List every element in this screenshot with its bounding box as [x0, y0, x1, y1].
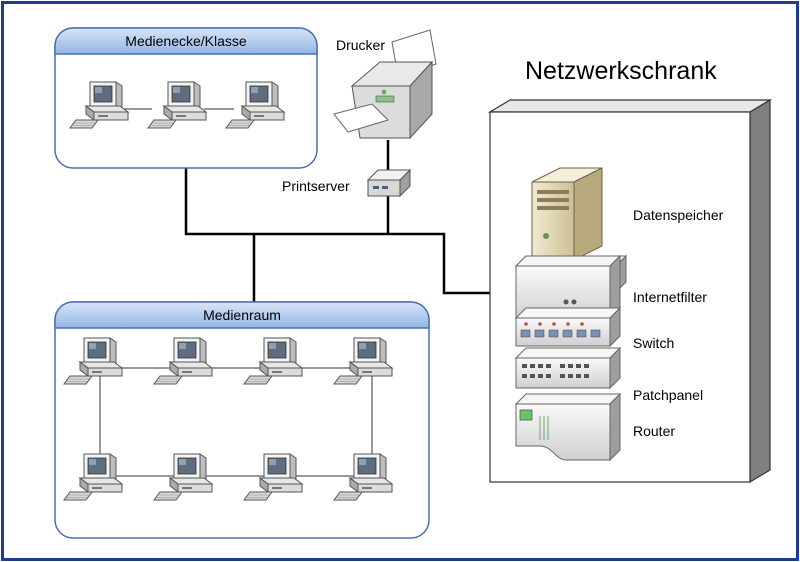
- cabinet-title: Netzwerkschrank: [525, 57, 717, 85]
- printserver-icon: [366, 168, 412, 198]
- cable-main: [184, 165, 493, 295]
- switch-icon: [514, 306, 622, 348]
- filter-label: Internetfilter: [633, 289, 707, 305]
- switch-label: Switch: [633, 335, 674, 351]
- cabinet-side: [749, 98, 771, 484]
- patchpanel-icon: [514, 346, 622, 390]
- group-medienecke-header: [54, 27, 318, 55]
- group-medienraum-header: [54, 301, 430, 329]
- network-cables: [184, 140, 493, 302]
- router-label: Router: [633, 423, 675, 439]
- cabinet-top: [487, 99, 773, 113]
- storage-label: Datenspeicher: [633, 207, 724, 223]
- group-medienecke: Medienecke/Klasse: [54, 27, 318, 169]
- router-icon: [514, 392, 622, 462]
- patchpanel-label: Patchpanel: [633, 387, 703, 403]
- medienraum-ring: [99, 367, 373, 477]
- printserver-label: Printserver: [282, 178, 350, 194]
- group-medienraum-box: [54, 301, 430, 539]
- group-medienraum: Medienraum: [54, 301, 430, 539]
- printer-label: Drucker: [336, 37, 385, 53]
- storage-server-icon: [531, 167, 603, 261]
- group-medienecke-title: Medienecke/Klasse: [125, 33, 247, 49]
- group-medienraum-title: Medienraum: [203, 307, 281, 323]
- printer-icon: [333, 29, 437, 140]
